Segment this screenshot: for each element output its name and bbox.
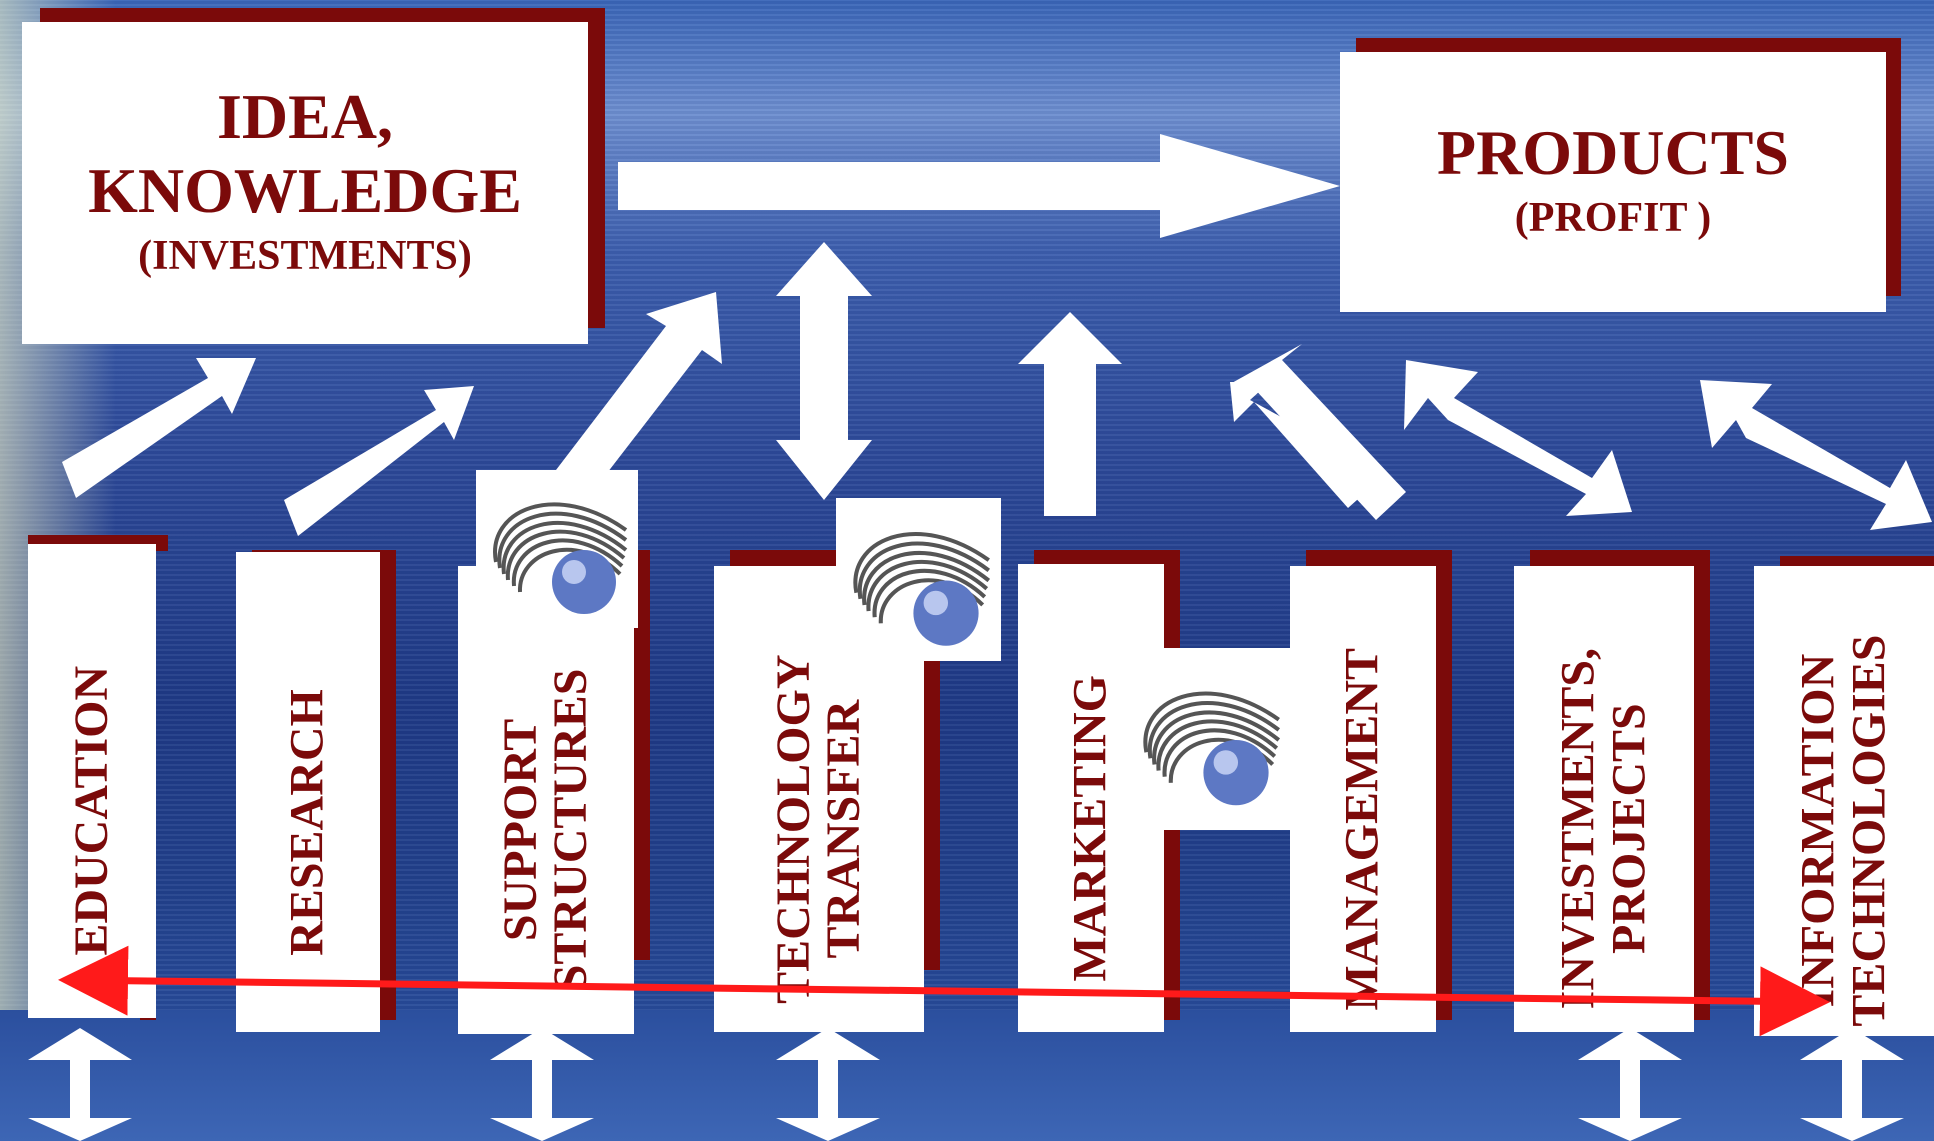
bottom-arrows [28, 1028, 1904, 1141]
pillar-edge-top [1306, 550, 1452, 566]
swirl-sphere-icon [493, 502, 628, 614]
swirl-sphere-icon [1143, 691, 1281, 806]
pillar-edge-right [634, 550, 650, 960]
pillar-edge-top [1034, 550, 1180, 566]
swirl-sphere-logo [476, 470, 638, 628]
investments-label: (INVESTMENTS) [138, 233, 472, 280]
research-arrow [284, 386, 474, 536]
marketing-arrow [1018, 312, 1122, 516]
swirl-sphere-icon [853, 532, 991, 646]
box-shadow-right [588, 8, 605, 328]
information-arrow [1700, 380, 1932, 530]
tech-transfer-arrow [776, 242, 872, 500]
support-arrow [556, 292, 722, 490]
management-arrow-body [1230, 344, 1406, 520]
swirl-sphere-logo [1126, 648, 1291, 830]
pillar-education [28, 544, 156, 1018]
box-shadow-right [1884, 38, 1901, 296]
investments-arrow [1404, 360, 1632, 516]
education-arrow [62, 358, 256, 498]
red-connector-arrow [58, 945, 1830, 1037]
knowledge-label: KNOWLEDGE [88, 154, 522, 226]
pillar-edge-right [1694, 550, 1710, 1020]
pillar-edge-right [1436, 550, 1452, 1020]
products-label: PRODUCTS [1436, 116, 1790, 188]
profit-label: (PROFIT ) [1514, 195, 1712, 242]
swirl-sphere-logo [836, 498, 1001, 661]
box-shadow-top [1356, 38, 1901, 54]
main-flow-arrow [618, 134, 1340, 238]
products-box: PRODUCTS (PROFIT ) [1340, 52, 1886, 312]
pillar-edge-right [380, 550, 396, 1020]
pillar-edge-top [1530, 550, 1708, 566]
box-shadow-top [40, 8, 605, 24]
idea-label: IDEA, [216, 81, 394, 152]
idea-knowledge-box: IDEA, KNOWLEDGE (INVESTMENTS) [22, 22, 588, 344]
